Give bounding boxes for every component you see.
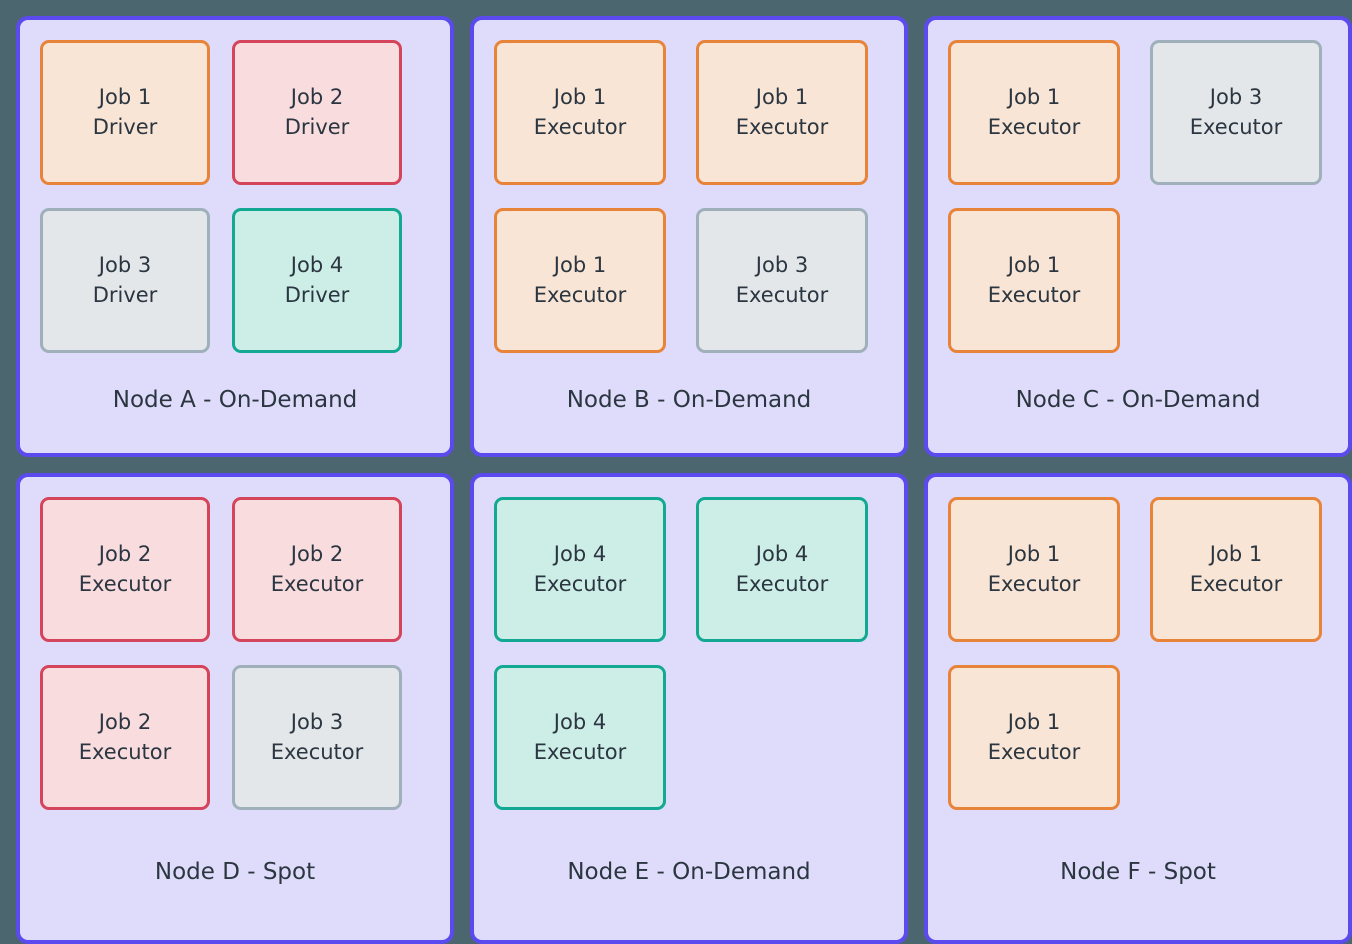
node-d-slot-3[interactable]: Job 3 Executor [232, 665, 402, 810]
node-c-slot-1[interactable]: Job 3 Executor [1150, 40, 1322, 185]
node-a-slot-3[interactable]: Job 4 Driver [232, 208, 402, 353]
slot-job-label: Job 1 [1007, 252, 1061, 277]
slot-role-label: Executor [78, 739, 172, 764]
node-f-slot-1[interactable]: Job 1 Executor [1150, 497, 1322, 642]
slot-job-label: Job 3 [1209, 84, 1263, 109]
node-b-slot-2[interactable]: Job 1 Executor [494, 208, 666, 353]
node-c-slot-0[interactable]: Job 1 Executor [948, 40, 1120, 185]
slot-role-label: Executor [78, 571, 172, 596]
slot-job-label: Job 1 [553, 84, 607, 109]
node-f-label: Node F - Spot [1060, 859, 1216, 885]
node-c-slot-2[interactable]: Job 1 Executor [948, 208, 1120, 353]
node-card-f[interactable]: Job 1 Executor Job 1 Executor Job 1 Exec… [924, 473, 1352, 944]
slot-job-label: Job 2 [98, 709, 152, 734]
node-b-slot-grid: Job 1 Executor Job 1 Executor Job 1 Exec… [494, 40, 884, 353]
node-e-slot-2[interactable]: Job 4 Executor [494, 665, 666, 810]
node-a-slot-2[interactable]: Job 3 Driver [40, 208, 210, 353]
slot-job-label: Job 4 [553, 541, 607, 566]
node-d-label: Node D - Spot [154, 859, 316, 885]
node-e-label: Node E - On-Demand [567, 859, 811, 885]
slot-role-label: Driver [284, 114, 350, 139]
node-a-slot-1[interactable]: Job 2 Driver [232, 40, 402, 185]
slot-role-label: Executor [735, 114, 829, 139]
node-card-b[interactable]: Job 1 Executor Job 1 Executor Job 1 Exec… [470, 16, 908, 457]
node-card-e[interactable]: Job 4 Executor Job 4 Executor Job 4 Exec… [470, 473, 908, 944]
slot-job-label: Job 1 [1007, 541, 1061, 566]
slot-role-label: Executor [1189, 114, 1283, 139]
slot-job-label: Job 1 [1209, 541, 1263, 566]
node-e-slot-1[interactable]: Job 4 Executor [696, 497, 868, 642]
slot-role-label: Executor [270, 571, 364, 596]
node-c-label: Node C - On-Demand [1015, 387, 1261, 413]
slot-job-label: Job 2 [290, 541, 344, 566]
slot-job-label: Job 2 [98, 541, 152, 566]
slot-role-label: Executor [1189, 571, 1283, 596]
slot-job-label: Job 3 [755, 252, 809, 277]
slot-role-label: Executor [987, 114, 1081, 139]
node-d-slot-2[interactable]: Job 2 Executor [40, 665, 210, 810]
node-card-a[interactable]: Job 1 Driver Job 2 Driver Job 3 Driver J… [16, 16, 454, 457]
slot-job-label: Job 3 [98, 252, 152, 277]
node-d-slot-0[interactable]: Job 2 Executor [40, 497, 210, 642]
slot-job-label: Job 1 [98, 84, 152, 109]
node-f-slot-2[interactable]: Job 1 Executor [948, 665, 1120, 810]
slot-job-label: Job 1 [553, 252, 607, 277]
slot-role-label: Executor [987, 571, 1081, 596]
slot-role-label: Executor [533, 739, 627, 764]
node-card-d[interactable]: Job 2 Executor Job 2 Executor Job 2 Exec… [16, 473, 454, 944]
slot-job-label: Job 2 [290, 84, 344, 109]
node-d-slot-1[interactable]: Job 2 Executor [232, 497, 402, 642]
node-b-slot-3[interactable]: Job 3 Executor [696, 208, 868, 353]
slot-role-label: Driver [92, 282, 158, 307]
slot-job-label: Job 1 [1007, 84, 1061, 109]
node-e-slot-3 [696, 665, 868, 810]
slot-job-label: Job 3 [290, 709, 344, 734]
slot-role-label: Executor [987, 739, 1081, 764]
slot-job-label: Job 4 [553, 709, 607, 734]
node-a-slot-grid: Job 1 Driver Job 2 Driver Job 3 Driver J… [40, 40, 430, 353]
slot-job-label: Job 1 [1007, 709, 1061, 734]
slot-role-label: Executor [987, 282, 1081, 307]
node-d-slot-grid: Job 2 Executor Job 2 Executor Job 2 Exec… [40, 497, 430, 810]
slot-role-label: Executor [735, 282, 829, 307]
node-b-slot-1[interactable]: Job 1 Executor [696, 40, 868, 185]
node-e-slot-grid: Job 4 Executor Job 4 Executor Job 4 Exec… [494, 497, 884, 810]
node-f-slot-grid: Job 1 Executor Job 1 Executor Job 1 Exec… [948, 497, 1328, 810]
slot-role-label: Executor [533, 282, 627, 307]
node-b-label: Node B - On-Demand [566, 387, 812, 413]
slot-role-label: Executor [533, 114, 627, 139]
slot-role-label: Executor [270, 739, 364, 764]
slot-role-label: Driver [92, 114, 158, 139]
node-a-slot-0[interactable]: Job 1 Driver [40, 40, 210, 185]
slot-role-label: Executor [533, 571, 627, 596]
slot-role-label: Driver [284, 282, 350, 307]
node-a-label: Node A - On-Demand [112, 387, 358, 413]
node-f-slot-3 [1150, 665, 1322, 810]
node-e-slot-0[interactable]: Job 4 Executor [494, 497, 666, 642]
node-card-c[interactable]: Job 1 Executor Job 3 Executor Job 1 Exec… [924, 16, 1352, 457]
node-c-slot-3 [1150, 208, 1322, 353]
node-c-slot-grid: Job 1 Executor Job 3 Executor Job 1 Exec… [948, 40, 1328, 353]
slot-job-label: Job 4 [290, 252, 344, 277]
node-f-slot-0[interactable]: Job 1 Executor [948, 497, 1120, 642]
slot-job-label: Job 4 [755, 541, 809, 566]
node-b-slot-0[interactable]: Job 1 Executor [494, 40, 666, 185]
slot-role-label: Executor [735, 571, 829, 596]
slot-job-label: Job 1 [755, 84, 809, 109]
